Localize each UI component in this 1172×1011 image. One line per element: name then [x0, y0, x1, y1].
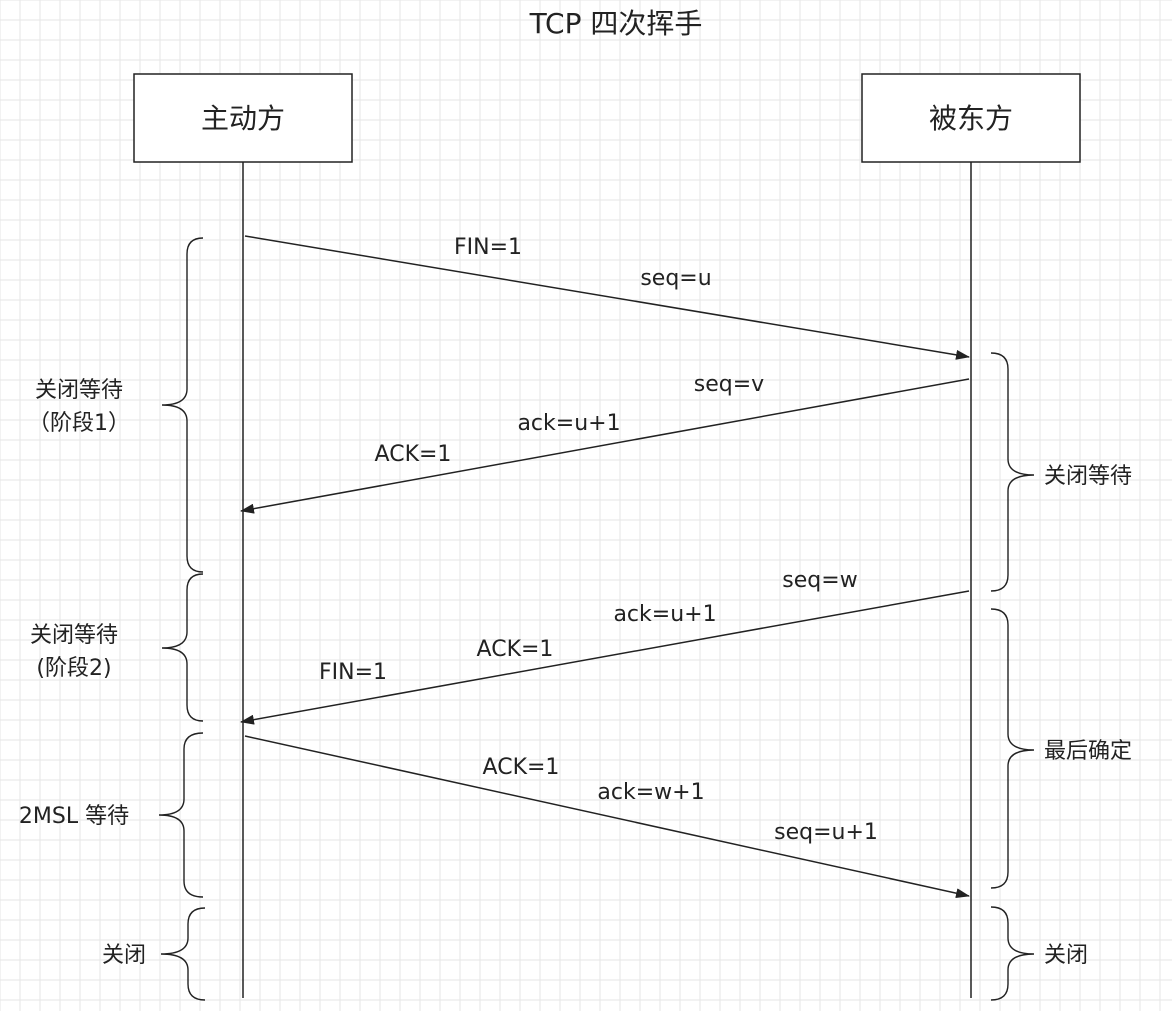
brace-left-phase-3 [158, 732, 204, 898]
right-phase-1-label: 关闭等待 [1044, 464, 1132, 489]
left-phase-3-label: 2MSL 等待 [19, 804, 129, 829]
left-phase-2-sublabel: (阶段2) [36, 656, 111, 681]
message-ack-arrow [240, 378, 970, 514]
message-fin-arrow [244, 235, 970, 360]
left-phase-1-label: 关闭等待 [35, 378, 123, 403]
message-3-label-fin: FIN=1 [319, 660, 387, 685]
message-3-label-seq: seq=w [782, 568, 857, 593]
brace-left-phase-2 [161, 573, 204, 722]
message-2-label-ack-flag: ACK=1 [375, 442, 452, 467]
participant-passive-label: 被东方 [929, 102, 1013, 135]
brace-right-phase-2 [990, 608, 1035, 889]
participant-passive-box [861, 73, 1081, 163]
message-2-label-seq: seq=v [694, 372, 764, 397]
message-1-label-fin: FIN=1 [454, 235, 522, 260]
message-4-label-ack: ack=w+1 [597, 780, 704, 805]
left-braces [158, 237, 206, 1001]
message-4-label-seq: seq=u+1 [774, 820, 878, 845]
message-3-label-ack: ack=u+1 [613, 602, 716, 627]
message-3-label-ack-flag: ACK=1 [477, 637, 554, 662]
brace-right-phase-1 [990, 352, 1035, 592]
brace-left-phase-1 [161, 237, 204, 573]
left-phase-4-label: 关闭 [102, 943, 146, 968]
message-4-label-ack-flag: ACK=1 [483, 755, 560, 780]
brace-left-phase-4 [160, 907, 206, 1001]
message-2-label-ack: ack=u+1 [517, 411, 620, 436]
right-braces [990, 352, 1035, 1001]
right-phase-2-label: 最后确定 [1044, 739, 1132, 764]
message-final-ack-arrow [244, 735, 970, 899]
message-fin-ack-arrow [240, 590, 970, 725]
left-phase-2-label: 关闭等待 [30, 623, 118, 648]
right-phase-3-label: 关闭 [1044, 943, 1088, 968]
message-1-label-seq: seq=u [640, 266, 711, 291]
brace-right-phase-3 [990, 906, 1035, 1001]
participant-active-label: 主动方 [201, 102, 285, 135]
diagram-title: TCP 四次挥手 [529, 7, 703, 40]
left-phase-1-sublabel: （阶段1） [28, 411, 130, 436]
participant-active-box [133, 73, 353, 163]
